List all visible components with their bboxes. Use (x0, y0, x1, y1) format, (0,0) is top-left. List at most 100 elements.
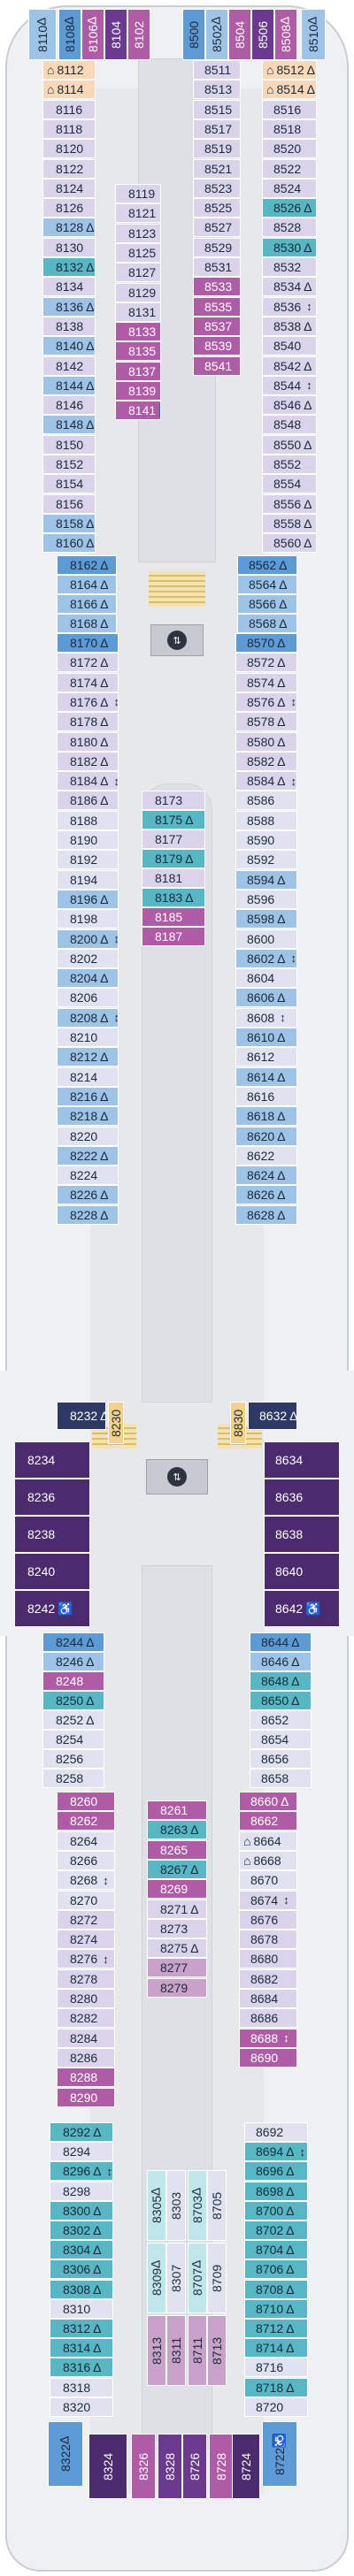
cabin-8129[interactable]: 8129 (115, 282, 161, 302)
cabin-8286[interactable]: 8286 (57, 2047, 115, 2068)
cabin-8118[interactable]: 8118 (42, 118, 96, 139)
cabin-8141[interactable]: 8141♿ (115, 401, 161, 421)
cabin-8662[interactable]: 8662 (239, 1811, 297, 1831)
cabin-8328[interactable]: 8328 (158, 2434, 182, 2499)
cabin-8272[interactable]: 8272 (57, 1909, 115, 1930)
cabin-8102[interactable]: 8102 (127, 9, 150, 60)
cabin-8261[interactable]: 8261 (147, 1800, 207, 1820)
cabin-8198[interactable]: 8198 (57, 909, 119, 929)
cabin-8265[interactable]: 8265 (147, 1839, 207, 1860)
cabin-8705[interactable]: 8705 (207, 2170, 227, 2241)
cabin-8303[interactable]: 8303 (166, 2170, 186, 2241)
cabin-8116[interactable]: 8116 (42, 99, 96, 119)
cabin-8185[interactable]: 8185 (142, 907, 205, 927)
cabin-8268[interactable]: 8268↕ (57, 1870, 115, 1891)
cabin-8529[interactable]: 8529 (193, 237, 241, 257)
cabin-8728[interactable]: 8728 (209, 2434, 234, 2499)
cabin-8154[interactable]: 8154 (42, 474, 96, 494)
cabin-8181[interactable]: 8181 (142, 868, 205, 888)
cabin-8690[interactable]: 8690 (239, 2047, 297, 2068)
cabin-8525[interactable]: 8525 (193, 198, 241, 218)
cabin-8131[interactable]: 8131 (115, 302, 161, 322)
cabin-8326[interactable]: 8326 (131, 2434, 156, 2499)
cabin-8616[interactable]: 8616 (235, 1086, 297, 1106)
cabin-8670[interactable]: 8670 (239, 1870, 297, 1891)
cabin-8274[interactable]: 8274 (57, 1930, 115, 1950)
cabin-8273[interactable]: 8273 (147, 1918, 207, 1938)
cabin-8232[interactable]: 8232Δ (57, 1402, 106, 1430)
cabin-8137[interactable]: 8137 (115, 361, 161, 381)
cabin-8656[interactable]: 8656 (250, 1749, 312, 1769)
cabin-8527[interactable]: 8527 (193, 218, 241, 238)
cabin-8236[interactable]: 8236 (14, 1479, 90, 1516)
cabin-8123[interactable]: 8123 (115, 223, 161, 243)
cabin-8642[interactable]: 8642♿ (264, 1590, 340, 1627)
cabin-8522[interactable]: 8522 (262, 158, 317, 179)
cabin-8638[interactable]: 8638 (264, 1516, 340, 1553)
cabin-8713[interactable]: 8713 (207, 2315, 227, 2386)
cabin-8517[interactable]: 8517 (193, 118, 241, 139)
cabin-8138[interactable]: 8138 (42, 316, 96, 336)
cabin-8513[interactable]: 8513 (193, 80, 241, 100)
cabin-8266[interactable]: 8266 (57, 1850, 115, 1870)
cabin-8684[interactable]: 8684 (239, 1989, 297, 2008)
cabin-8521[interactable]: 8521 (193, 158, 241, 179)
cabin-8528[interactable]: 8528 (262, 218, 317, 238)
cabin-8248[interactable]: 8248 (42, 1671, 104, 1691)
cabin-8682[interactable]: 8682 (239, 1968, 297, 1989)
cabin-8636[interactable]: 8636 (264, 1479, 340, 1516)
cabin-8311[interactable]: 8311 (166, 2315, 186, 2386)
cabin-8654[interactable]: 8654 (250, 1730, 312, 1749)
cabin-8262[interactable]: 8262 (57, 1811, 115, 1831)
cabin-8298[interactable]: 8298 (50, 2181, 113, 2201)
cabin-8716[interactable]: 8716 (244, 2358, 308, 2378)
cabin-8139[interactable]: 8139 (115, 381, 161, 401)
cabin-8724[interactable]: 8724 (232, 2434, 260, 2499)
cabin-8539[interactable]: 8539 (193, 336, 241, 356)
cabin-8307[interactable]: 8307 (166, 2243, 186, 2313)
cabin-8586[interactable]: 8586 (235, 791, 297, 811)
cabin-8126[interactable]: 8126 (42, 198, 96, 218)
cabin-8658[interactable]: 8658 (250, 1769, 312, 1788)
cabin-8256[interactable]: 8256 (42, 1749, 104, 1769)
